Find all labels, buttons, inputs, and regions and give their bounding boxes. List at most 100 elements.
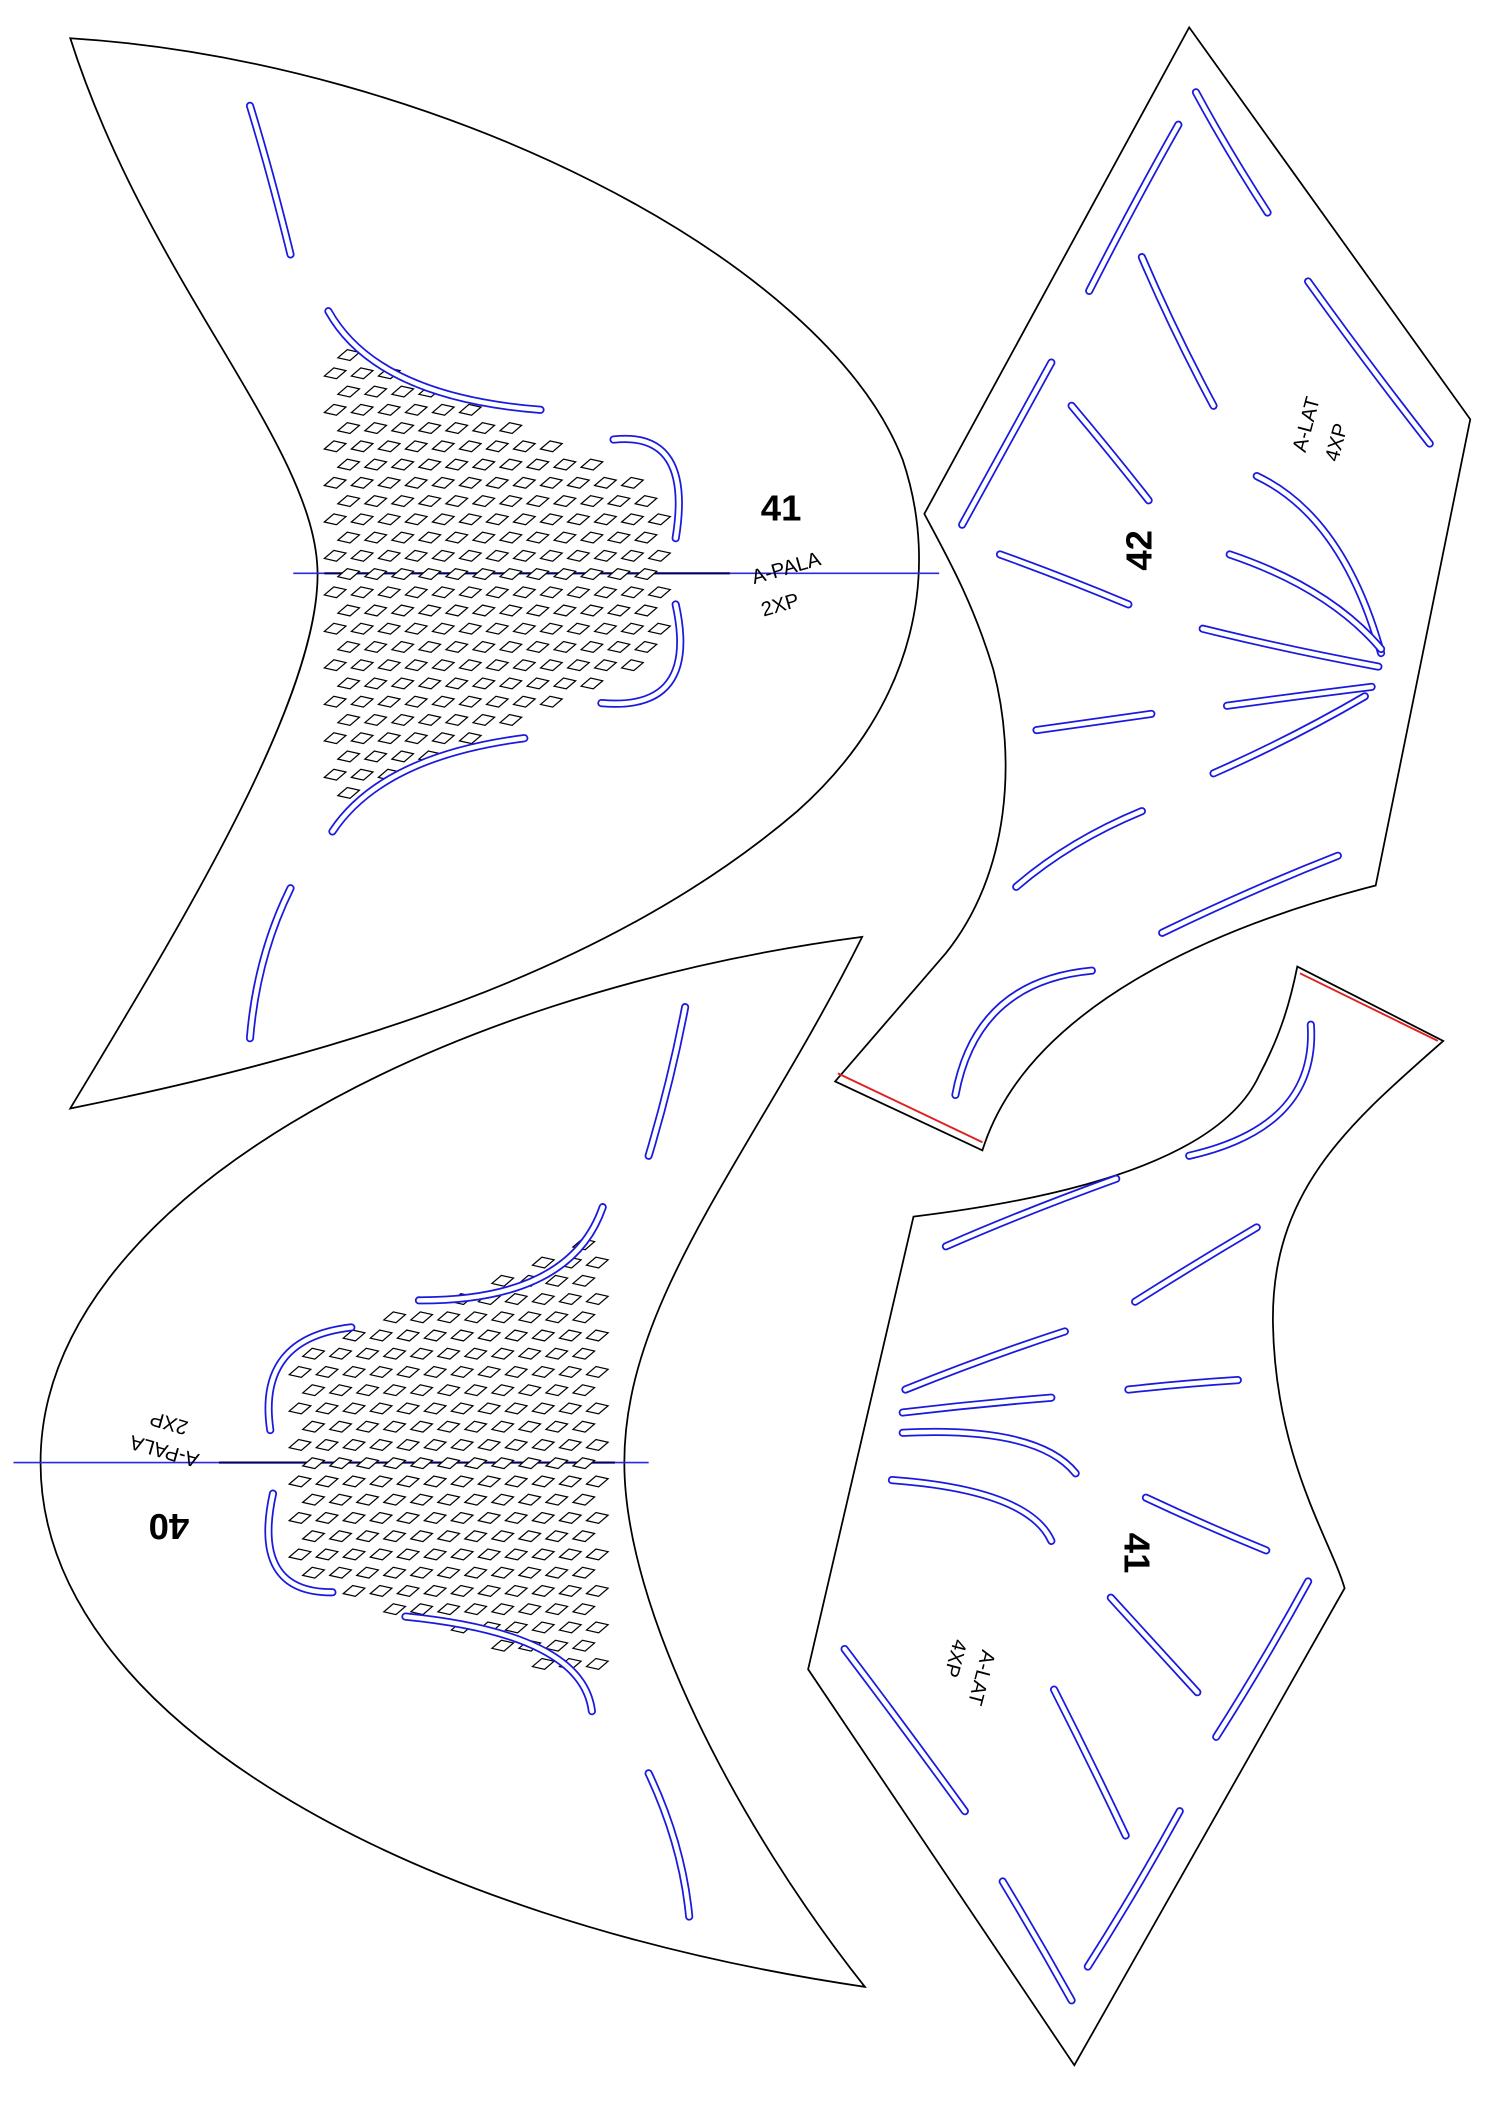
perforation-diamond [485, 440, 510, 453]
perforation-diamond [485, 513, 510, 526]
perforation-diamond [463, 1457, 488, 1470]
perforation-diamond [579, 677, 605, 690]
perforation-diamond [377, 476, 402, 489]
perforation-diamond [477, 1438, 502, 1452]
slot-cutout [1137, 253, 1218, 410]
perforation-diamond [363, 422, 388, 435]
perforation-diamond [431, 732, 456, 745]
slot-group [840, 1020, 1316, 2005]
slot-cutout [597, 600, 685, 708]
perforation-diamond [633, 567, 659, 581]
perforation-diamond [350, 440, 375, 453]
perforation-diamond [490, 1420, 515, 1433]
perforation-diamond [431, 513, 456, 526]
perforation-diamond [301, 1530, 326, 1543]
slot-cutout [941, 1174, 1121, 1251]
perforation-diamond [525, 640, 550, 654]
perforation-diamond [382, 1420, 407, 1433]
perforation-diamond [355, 1493, 380, 1506]
slot-cutout [1158, 851, 1342, 937]
piece-name-label: A-LAT [1289, 395, 1325, 455]
perforation-diamond [585, 1292, 610, 1306]
perforation-diamond [504, 1329, 529, 1342]
slot-cutout [1141, 1493, 1271, 1555]
perforation-diamond [423, 1402, 448, 1415]
perforation-diamond [593, 549, 618, 562]
perforation-diamond [350, 403, 375, 416]
perforation-diamond [544, 1493, 569, 1506]
perforation-diamond [517, 1420, 542, 1433]
slot-cutout [264, 1489, 337, 1597]
perforation-diamond [558, 1292, 583, 1306]
perforation-diamond [436, 1311, 461, 1324]
perforation-diamond [579, 640, 605, 654]
perforation-diamond [431, 549, 456, 562]
perforation-diamond [606, 531, 632, 544]
perforation-diamond [490, 1274, 515, 1287]
perforation-diamond [498, 713, 523, 727]
perforation-diamond [620, 549, 645, 562]
perforation-diamond [471, 458, 496, 471]
perforation-diamond [477, 1475, 502, 1488]
perforation-diamond [471, 640, 496, 654]
slot-cutout [840, 1644, 969, 1816]
perforation-diamond [404, 659, 429, 672]
perforation-diamond [525, 677, 550, 690]
perforation-diamond [558, 1511, 583, 1524]
perforation-diamond [485, 695, 510, 708]
perforation-diamond [314, 1438, 340, 1452]
perforation-diamond [328, 1420, 353, 1433]
perforation-diamond [377, 440, 402, 453]
perforation-diamond [423, 1511, 448, 1524]
perforation-diamond [363, 458, 388, 471]
size-label: 41 [1116, 1533, 1157, 1574]
slot-cutout [1067, 401, 1153, 505]
perforation-diamond [431, 586, 456, 599]
perforation-diamond [301, 1566, 326, 1579]
perforation-diamond [417, 458, 442, 471]
perforation-diamond [423, 1475, 448, 1488]
perforation-diamond [382, 1603, 407, 1616]
perforation-diamond [504, 1402, 529, 1415]
perforation-diamond [336, 531, 361, 544]
piece-40-a-pala: 40 A-PALA 2XP [13, 935, 867, 1989]
perforation-diamond [417, 713, 442, 727]
perforation-diamond [336, 640, 361, 654]
perforation-diamond [531, 1402, 556, 1415]
slot-cutout [1185, 1020, 1316, 1160]
perforation-diamond [287, 1438, 313, 1452]
perforation-diamond [458, 513, 483, 526]
perforation-diamond [436, 1566, 461, 1579]
perforation-diamond [323, 476, 348, 489]
perforation-diamond [404, 440, 429, 453]
slot-cutout [1085, 120, 1183, 295]
perforation-diamond [531, 1548, 556, 1561]
perforation-diamond [409, 1311, 434, 1324]
perforation-diamond [436, 1384, 461, 1397]
perforation-diamond [585, 1402, 610, 1415]
perforation-diamond [341, 1511, 367, 1524]
perforation-diamond [477, 1365, 502, 1379]
perforation-diamond [544, 1566, 569, 1579]
perforation-diamond [350, 549, 375, 562]
perforation-diamond [314, 1402, 340, 1415]
perforation-diamond [512, 476, 537, 489]
perforation-diamond [336, 786, 361, 799]
piece-name-label: A-PALA [749, 548, 823, 589]
perforation-diamond [585, 1256, 610, 1269]
perforation-diamond [471, 422, 496, 435]
perforation-diamond [301, 1347, 326, 1360]
edge-mark-line [1299, 972, 1439, 1042]
perforation-diamond [417, 677, 442, 690]
perforation-diamond [368, 1584, 394, 1597]
perforation-diamond [450, 1548, 475, 1561]
perforation-diamond [458, 695, 483, 708]
size-label: 40 [149, 1506, 190, 1547]
perforation-diamond [450, 1438, 475, 1452]
perforation-diamond [314, 1511, 340, 1524]
perforation-diamond [328, 1493, 353, 1506]
perforation-diamond [336, 750, 361, 763]
perforation-diamond [368, 1402, 394, 1415]
perforation-diamond [450, 1475, 475, 1488]
perforation-diamond [531, 1475, 556, 1488]
